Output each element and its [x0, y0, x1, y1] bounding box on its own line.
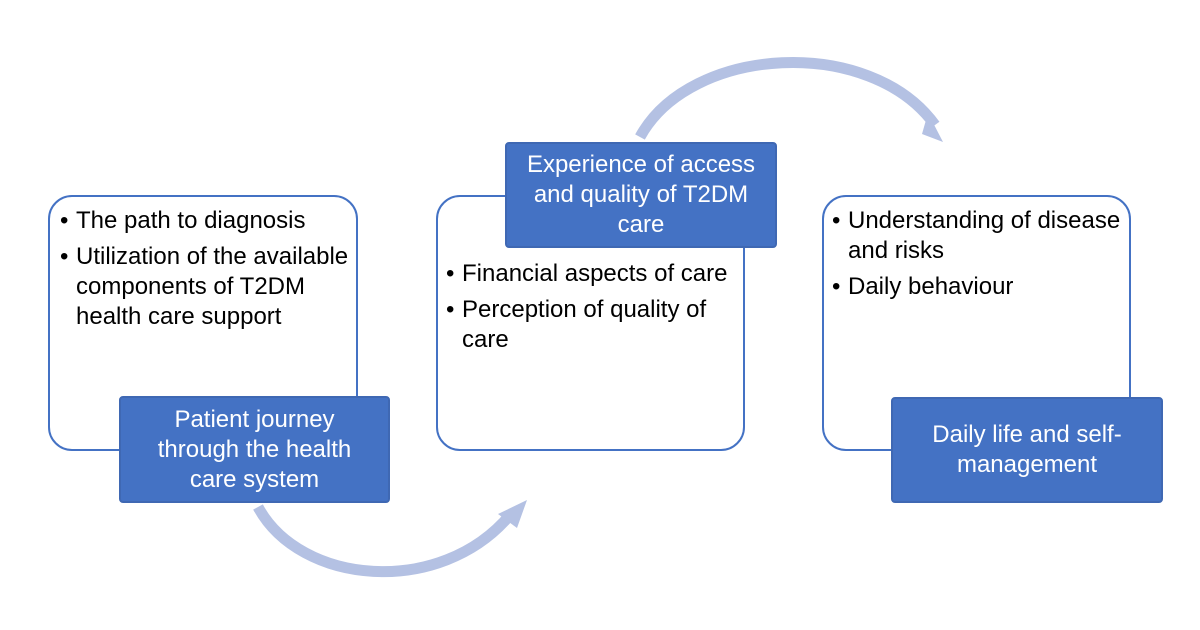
step1-bullet-1: •The path to diagnosis: [60, 207, 306, 234]
step2-label-text: Experience of access and quality of T2DM…: [526, 151, 756, 238]
step1-bullet-list: •The path to diagnosis •Utilization of t…: [60, 206, 356, 338]
step2-bullet-1: •Financial aspects of care: [446, 260, 728, 287]
step3-label-box: Daily life and self-management: [891, 397, 1163, 503]
arrowhead-step3: [922, 113, 943, 142]
step1-label-text: Patient journey through the health care …: [157, 405, 352, 493]
step1-bullet-2: •Utilization of the available components…: [60, 243, 349, 330]
arrow-step2-to-step3: [635, 57, 940, 140]
arrow-step1-to-step2: [253, 504, 515, 578]
step3-bullet-2: •Daily behaviour: [832, 273, 1014, 300]
step3-label-text: Daily life and self-management: [932, 421, 1122, 478]
arrowhead-step2: [498, 500, 527, 528]
step1-label-box: Patient journey through the health care …: [119, 396, 390, 503]
step3-bullet-1: •Understanding of disease and risks: [832, 207, 1121, 264]
step2-label-box: Experience of access and quality of T2DM…: [505, 142, 777, 248]
step3-bullet-list: •Understanding of disease and risks •Dai…: [832, 206, 1126, 308]
step2-bullet-2: •Perception of quality of care: [446, 296, 707, 353]
step2-bullet-list: •Financial aspects of care •Perception o…: [446, 259, 740, 361]
